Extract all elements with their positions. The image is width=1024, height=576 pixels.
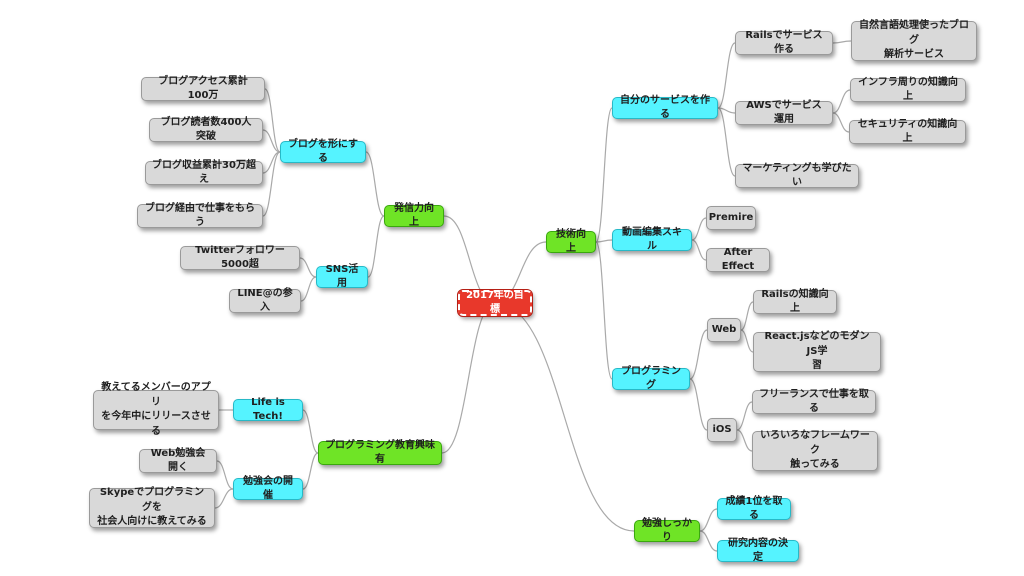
leaf-rails-knowledge[interactable]: Railsの知識向上 [753,289,837,314]
leaf-blog-work[interactable]: ブログ経由で仕事をもらう [137,203,263,228]
connector-node-study-to-leaf-rank-first [699,508,718,532]
leaf-security[interactable]: セキュリティの知識向上 [849,119,966,144]
leaf-aftereffect[interactable]: After Effect [706,247,770,272]
node-aws[interactable]: AWSでサービス運用 [735,100,833,125]
node-lifeistech[interactable]: Life is Tech! [233,397,303,422]
connector-node-blog-to-leaf-blog-work [262,151,281,217]
node-web[interactable]: Web [707,318,741,342]
connector-node-benkyoukai-to-leaf-web-study [216,460,234,490]
leaf-marketing[interactable]: マーケティングも学びたい [735,163,859,188]
leaf-reactjs[interactable]: React.jsなどのモダンJS学 習 [753,331,881,372]
node-ios[interactable]: iOS [707,418,737,442]
leaf-web-study[interactable]: Web勉強会開く [139,448,217,473]
connector-node-web-to-leaf-reactjs [740,329,754,353]
leaf-premire[interactable]: Premire [706,206,756,230]
leaf-release-apps[interactable]: 教えてるメンバーのアプリ を今年中にリリースさせる [93,382,219,437]
node-programming[interactable]: プログラミング [612,366,690,391]
connector-node-study-to-leaf-research-topic [699,530,718,552]
node-gijutsu[interactable]: 技術向上 [546,229,596,254]
node-benkyoukai[interactable]: 勉強会の開催 [233,476,303,501]
connector-node-ios-to-leaf-frameworks [736,429,753,452]
connector-node-ios-to-leaf-freelance [736,401,753,431]
connector-node-programming-to-node-ios [689,378,708,431]
connector-node-rails-service-to-leaf-nlp-service [832,40,852,44]
connector-node-blog-to-leaf-blog-readers [262,129,281,153]
node-kyouiku[interactable]: プログラミング教育興味有 [318,440,442,465]
connector-node-hasshin-to-node-blog [365,151,385,217]
connector-node-gijutsu-to-node-programming [595,241,613,380]
connector-node-gijutsu-to-node-video [595,239,613,243]
leaf-research-topic[interactable]: 研究内容の決定 [717,538,799,563]
node-service[interactable]: 自分のサービスを作る [612,95,718,120]
node-study[interactable]: 勉強しっかり [634,518,700,543]
leaf-freelance[interactable]: フリーランスで仕事を取る [752,389,876,414]
connector-node-service-to-node-aws [717,107,736,114]
node-hasshin[interactable]: 発信力向上 [384,203,444,228]
leaf-twitter[interactable]: Twitterフォロワー5000超 [180,245,300,270]
connector-node-service-to-leaf-marketing [717,107,736,177]
connector-node-sns-to-leaf-twitter [299,257,317,278]
leaf-nlp-service[interactable]: 自然言語処理使ったブログ 解析サービス [851,20,977,61]
connector-node-blog-to-leaf-blog-access [264,88,281,153]
node-blog[interactable]: ブログを形にする [280,139,366,164]
node-rails-service[interactable]: Railsでサービス作る [735,30,833,55]
connector-node-video-to-leaf-premire [691,217,707,241]
leaf-blog-readers[interactable]: ブログ読者数400人突破 [149,117,263,142]
leaf-rank-first[interactable]: 成績1位を取る [717,496,791,521]
leaf-frameworks[interactable]: いろいろなフレームワーク 触ってみる [752,430,878,471]
connector-node-gijutsu-to-node-service [595,107,613,243]
connector-node-aws-to-leaf-infra [832,89,851,114]
connector-node-programming-to-node-web [689,329,708,380]
connector-node-kyouiku-to-node-benkyoukai [302,452,319,490]
leaf-line[interactable]: LINE@の参入 [229,288,301,313]
connector-node-hasshin-to-node-sns [367,215,385,278]
connector-node-web-to-leaf-rails-knowledge [740,301,754,331]
connector-node-service-to-node-rails-service [717,42,736,109]
connector-root-node-to-node-study [494,302,635,532]
connector-node-sns-to-leaf-line [300,276,317,302]
connector-root-node-to-node-kyouiku [441,302,496,454]
leaf-infra[interactable]: インフラ周りの知識向上 [850,77,966,102]
root-node[interactable]: 2017年の目標 [457,289,533,317]
node-sns[interactable]: SNS活用 [316,264,368,289]
node-video[interactable]: 動画編集スキル [612,227,692,252]
connector-node-benkyoukai-to-leaf-skype-teaching [214,488,234,509]
connector-node-aws-to-leaf-security [832,112,850,133]
connector-node-video-to-leaf-aftereffect [691,239,707,261]
leaf-skype-teaching[interactable]: Skypeでプログラミングを 社会人向けに教えてみる [89,487,215,528]
connector-node-kyouiku-to-node-lifeistech [302,409,319,454]
leaf-blog-revenue[interactable]: ブログ収益累計30万超え [145,160,263,185]
leaf-blog-access[interactable]: ブログアクセス累計100万 [141,76,265,101]
